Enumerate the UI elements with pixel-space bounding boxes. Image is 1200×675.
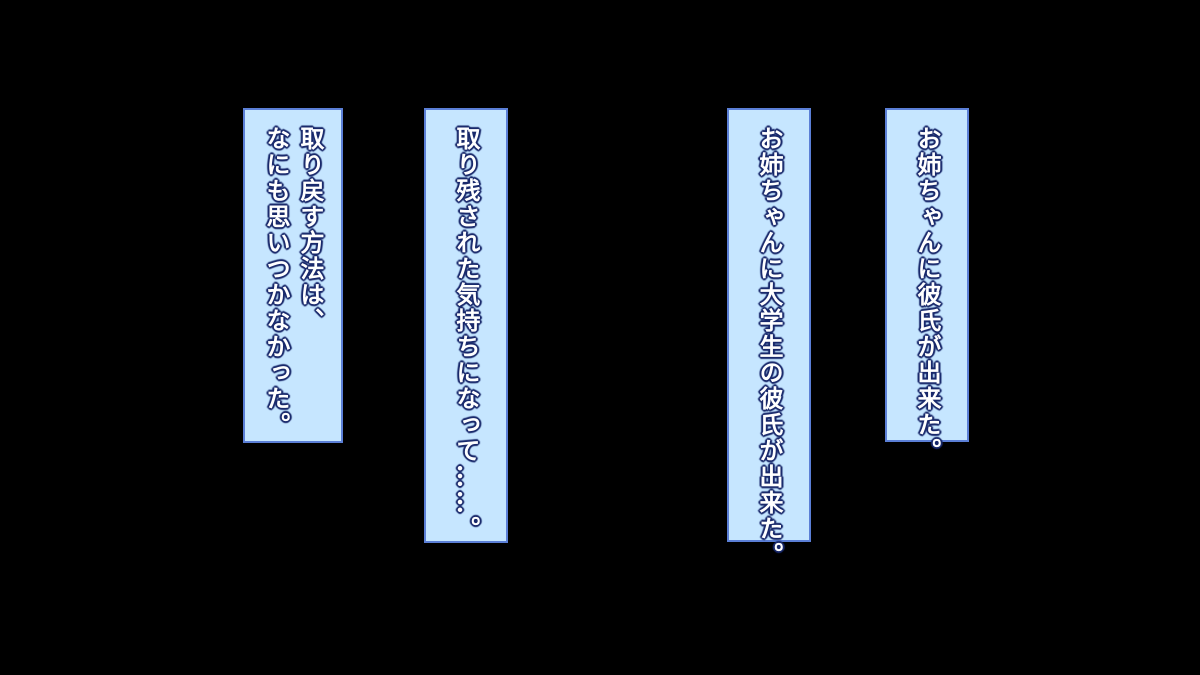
vertical-text-box-3: 取り残された気持ちになって……。 (424, 108, 508, 543)
vertical-text-box-4: 取り戻す方法は、 なにも思いつかなかった。 (243, 108, 343, 443)
text-column-first: 取り戻す方法は、 (296, 126, 325, 334)
text-column: 取り残された気持ちになって……。 (452, 126, 481, 542)
vertical-text-box-1: お姉ちゃんに彼氏が出来た。 (885, 108, 969, 464)
text-column-second: なにも思いつかなかった。 (262, 126, 291, 438)
text-column: お姉ちゃんに大学生の彼氏が出来た。 (755, 126, 784, 568)
text-column: お姉ちゃんに彼氏が出来た。 (913, 126, 942, 464)
vertical-text-box-2: お姉ちゃんに大学生の彼氏が出来た。 (727, 108, 811, 568)
